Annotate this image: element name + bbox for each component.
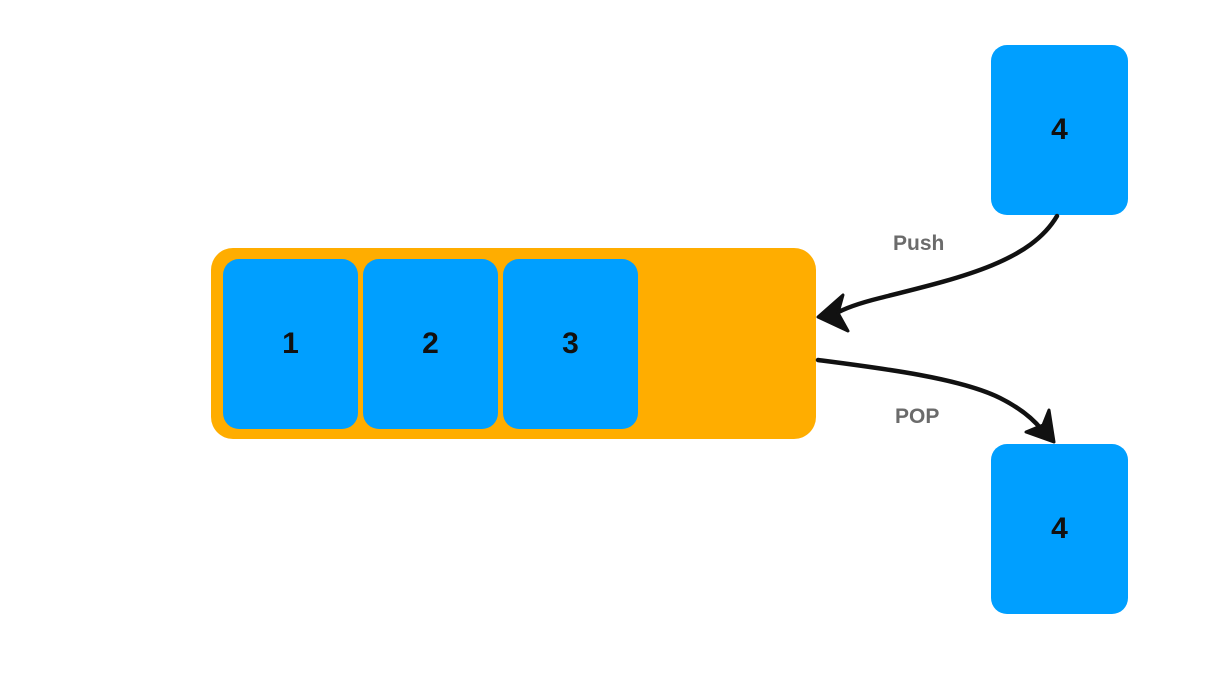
pop-arrow-head [1024, 408, 1056, 444]
pop-arrow [815, 357, 1045, 433]
stack-block-1: 1 [223, 259, 358, 429]
outgoing-block-label: 4 [1051, 512, 1068, 545]
pop-label: POP [895, 405, 940, 428]
incoming-block-label: 4 [1051, 113, 1068, 146]
stack-block-1-label: 1 [282, 327, 299, 360]
push-label: Push [893, 232, 945, 255]
stack-block-2-label: 2 [422, 327, 439, 360]
outgoing-block: 4 [991, 444, 1128, 614]
stack-block-3-label: 3 [562, 327, 579, 360]
stack-block-2: 2 [363, 259, 498, 429]
push-arrow-head [816, 293, 850, 333]
push-arrow [832, 213, 1060, 317]
incoming-block: 4 [991, 45, 1128, 215]
stack-block-3: 3 [503, 259, 638, 429]
